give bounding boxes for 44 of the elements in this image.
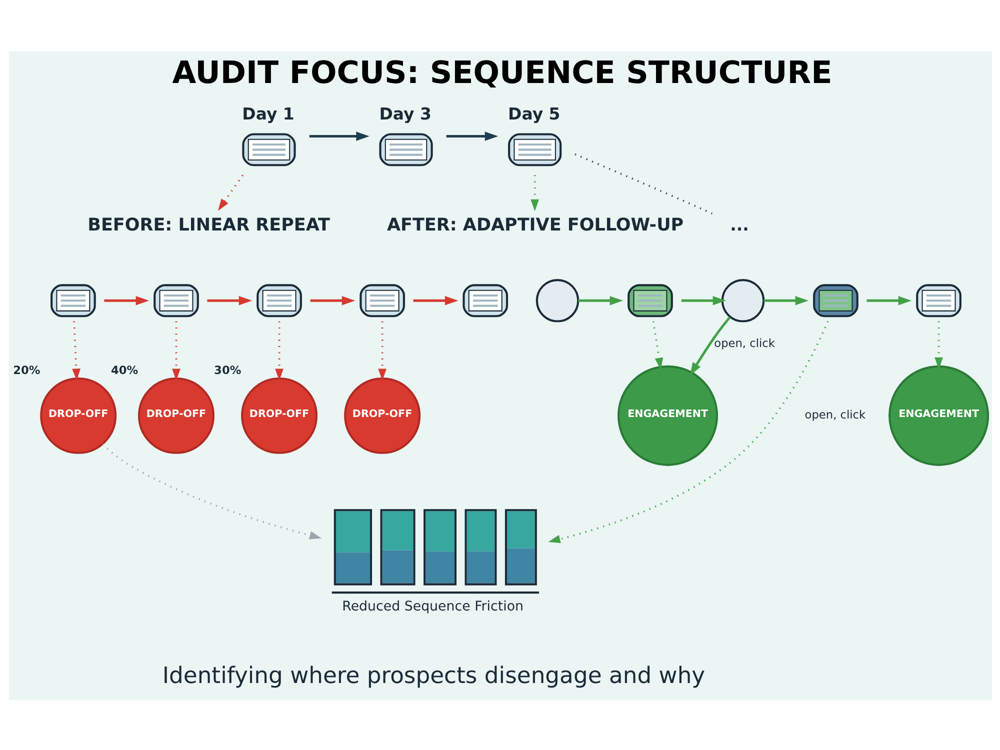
arrow	[652, 320, 663, 370]
node-circle: ENGAGEMENT	[888, 364, 989, 466]
node-label: 20%	[12, 362, 40, 376]
node-circle: ENGAGEMENT	[617, 364, 718, 466]
node-label: Day 3	[378, 104, 431, 124]
arrow	[578, 296, 623, 305]
arrow	[446, 131, 498, 140]
arrow	[308, 131, 369, 140]
node-label: Day 5	[508, 104, 560, 124]
arrow	[274, 320, 283, 380]
arrow	[378, 320, 386, 380]
arrow	[412, 296, 458, 305]
node-text: AFTER: ADAPTIVE FOLLOW-UP	[386, 215, 684, 236]
arrow	[763, 296, 808, 305]
node-text: ...	[730, 214, 748, 234]
arrow	[104, 296, 149, 305]
node-label: 40%	[110, 362, 138, 376]
arrow	[102, 443, 322, 539]
arrow	[172, 320, 180, 380]
node-text: BEFORE: LINEAR REPEAT	[87, 215, 330, 236]
node-label: 30%	[214, 362, 241, 376]
node-circle: DROP-OFF	[138, 376, 214, 454]
arrow	[934, 320, 942, 369]
arrow	[866, 296, 912, 305]
node-label: Reduced Sequence Friction	[342, 598, 524, 614]
arrow	[689, 316, 730, 376]
edge-label: open, click	[804, 407, 866, 422]
arrow	[548, 320, 828, 543]
node-circle: DROP-OFF	[240, 376, 318, 454]
arrow	[680, 296, 726, 305]
node-circle: DROP-OFF	[344, 376, 420, 454]
caption: Identifying where prospects disengage and why	[162, 662, 705, 688]
arrow	[218, 174, 244, 210]
node-label: Day 1	[242, 104, 294, 124]
diagram-title: AUDIT FOCUS: SEQUENCE STRUCTURE	[172, 54, 832, 91]
arrow	[310, 296, 355, 305]
node-person	[535, 278, 579, 322]
arrow	[530, 174, 539, 211]
connector	[574, 152, 712, 214]
arrow	[206, 296, 252, 305]
node-circle: DROP-OFF	[40, 376, 116, 454]
node-person	[720, 278, 764, 322]
edge-label: open, click	[714, 335, 774, 350]
arrow	[72, 320, 80, 380]
